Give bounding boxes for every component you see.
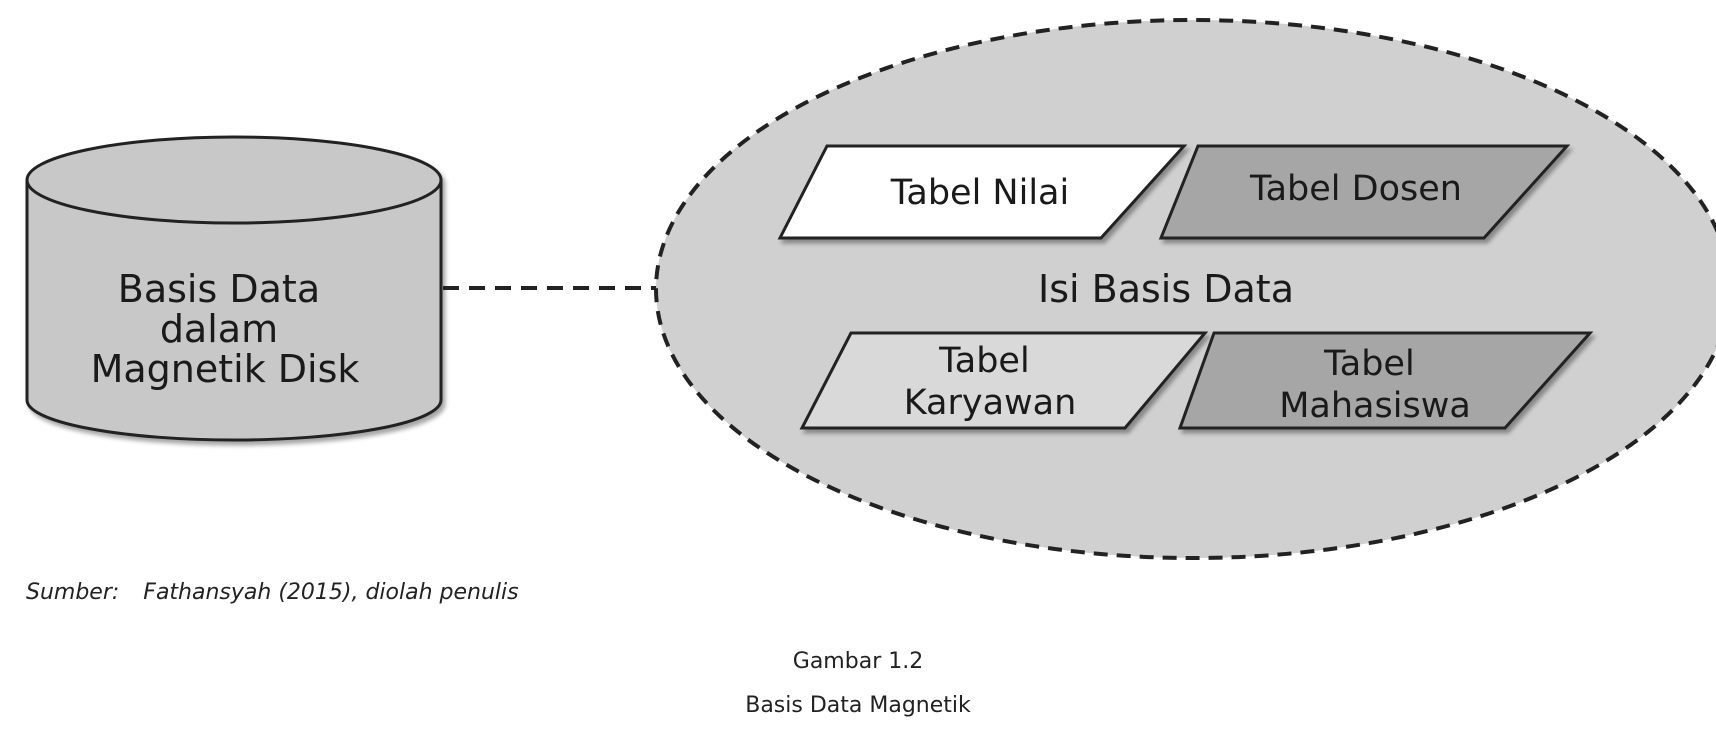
disk-cylinder-icon: [25, 135, 443, 442]
table-dosen-label: Tabel Dosen: [1249, 169, 1462, 209]
svg-text:Tabel Dosen: Tabel Dosen: [1249, 169, 1462, 209]
ellipse-label: Isi Basis Data: [1038, 267, 1294, 311]
svg-text:Tabel Nilai: Tabel Nilai: [890, 173, 1069, 213]
table-karyawan: Tabel Karyawan: [799, 331, 1209, 430]
table-karyawan-label: Karyawan: [904, 383, 1077, 423]
table-mahasiswa: Tabel Mahasiswa: [1177, 331, 1594, 430]
figure-title: Basis Data Magnetik: [745, 693, 971, 718]
table-dosen: Tabel Dosen: [1158, 144, 1571, 240]
table-mahasiswa-label: Tabel: [1323, 344, 1415, 384]
table-nilai-label: Tabel Nilai: [890, 173, 1069, 213]
table-karyawan-label: Tabel: [938, 341, 1030, 381]
disk-label: Basis Data dalam Magnetik Disk: [91, 267, 360, 391]
source-prefix: Sumber:: [26, 580, 120, 605]
disk-label-line: Basis Data: [118, 267, 320, 311]
source-text: Fathansyah (2015), diolah penulis: [143, 580, 519, 605]
disk-label-line: Magnetik Disk: [91, 347, 360, 391]
table-nilai: Tabel Nilai: [777, 144, 1188, 240]
svg-text:Tabel Karyawan: Tabel Karyawan: [904, 341, 1077, 423]
source-note: Sumber: Fathansyah (2015), diolah penulis: [26, 580, 519, 605]
disk-label-line: dalam: [160, 307, 278, 351]
svg-text:Tabel Mahasiswa: Tabel Mahasiswa: [1279, 344, 1471, 426]
figure-number: Gambar 1.2: [792, 649, 924, 674]
diagram: Basis Data dalam Magnetik Disk Tabel Nil…: [25, 18, 1716, 560]
table-mahasiswa-label: Mahasiswa: [1279, 386, 1471, 426]
